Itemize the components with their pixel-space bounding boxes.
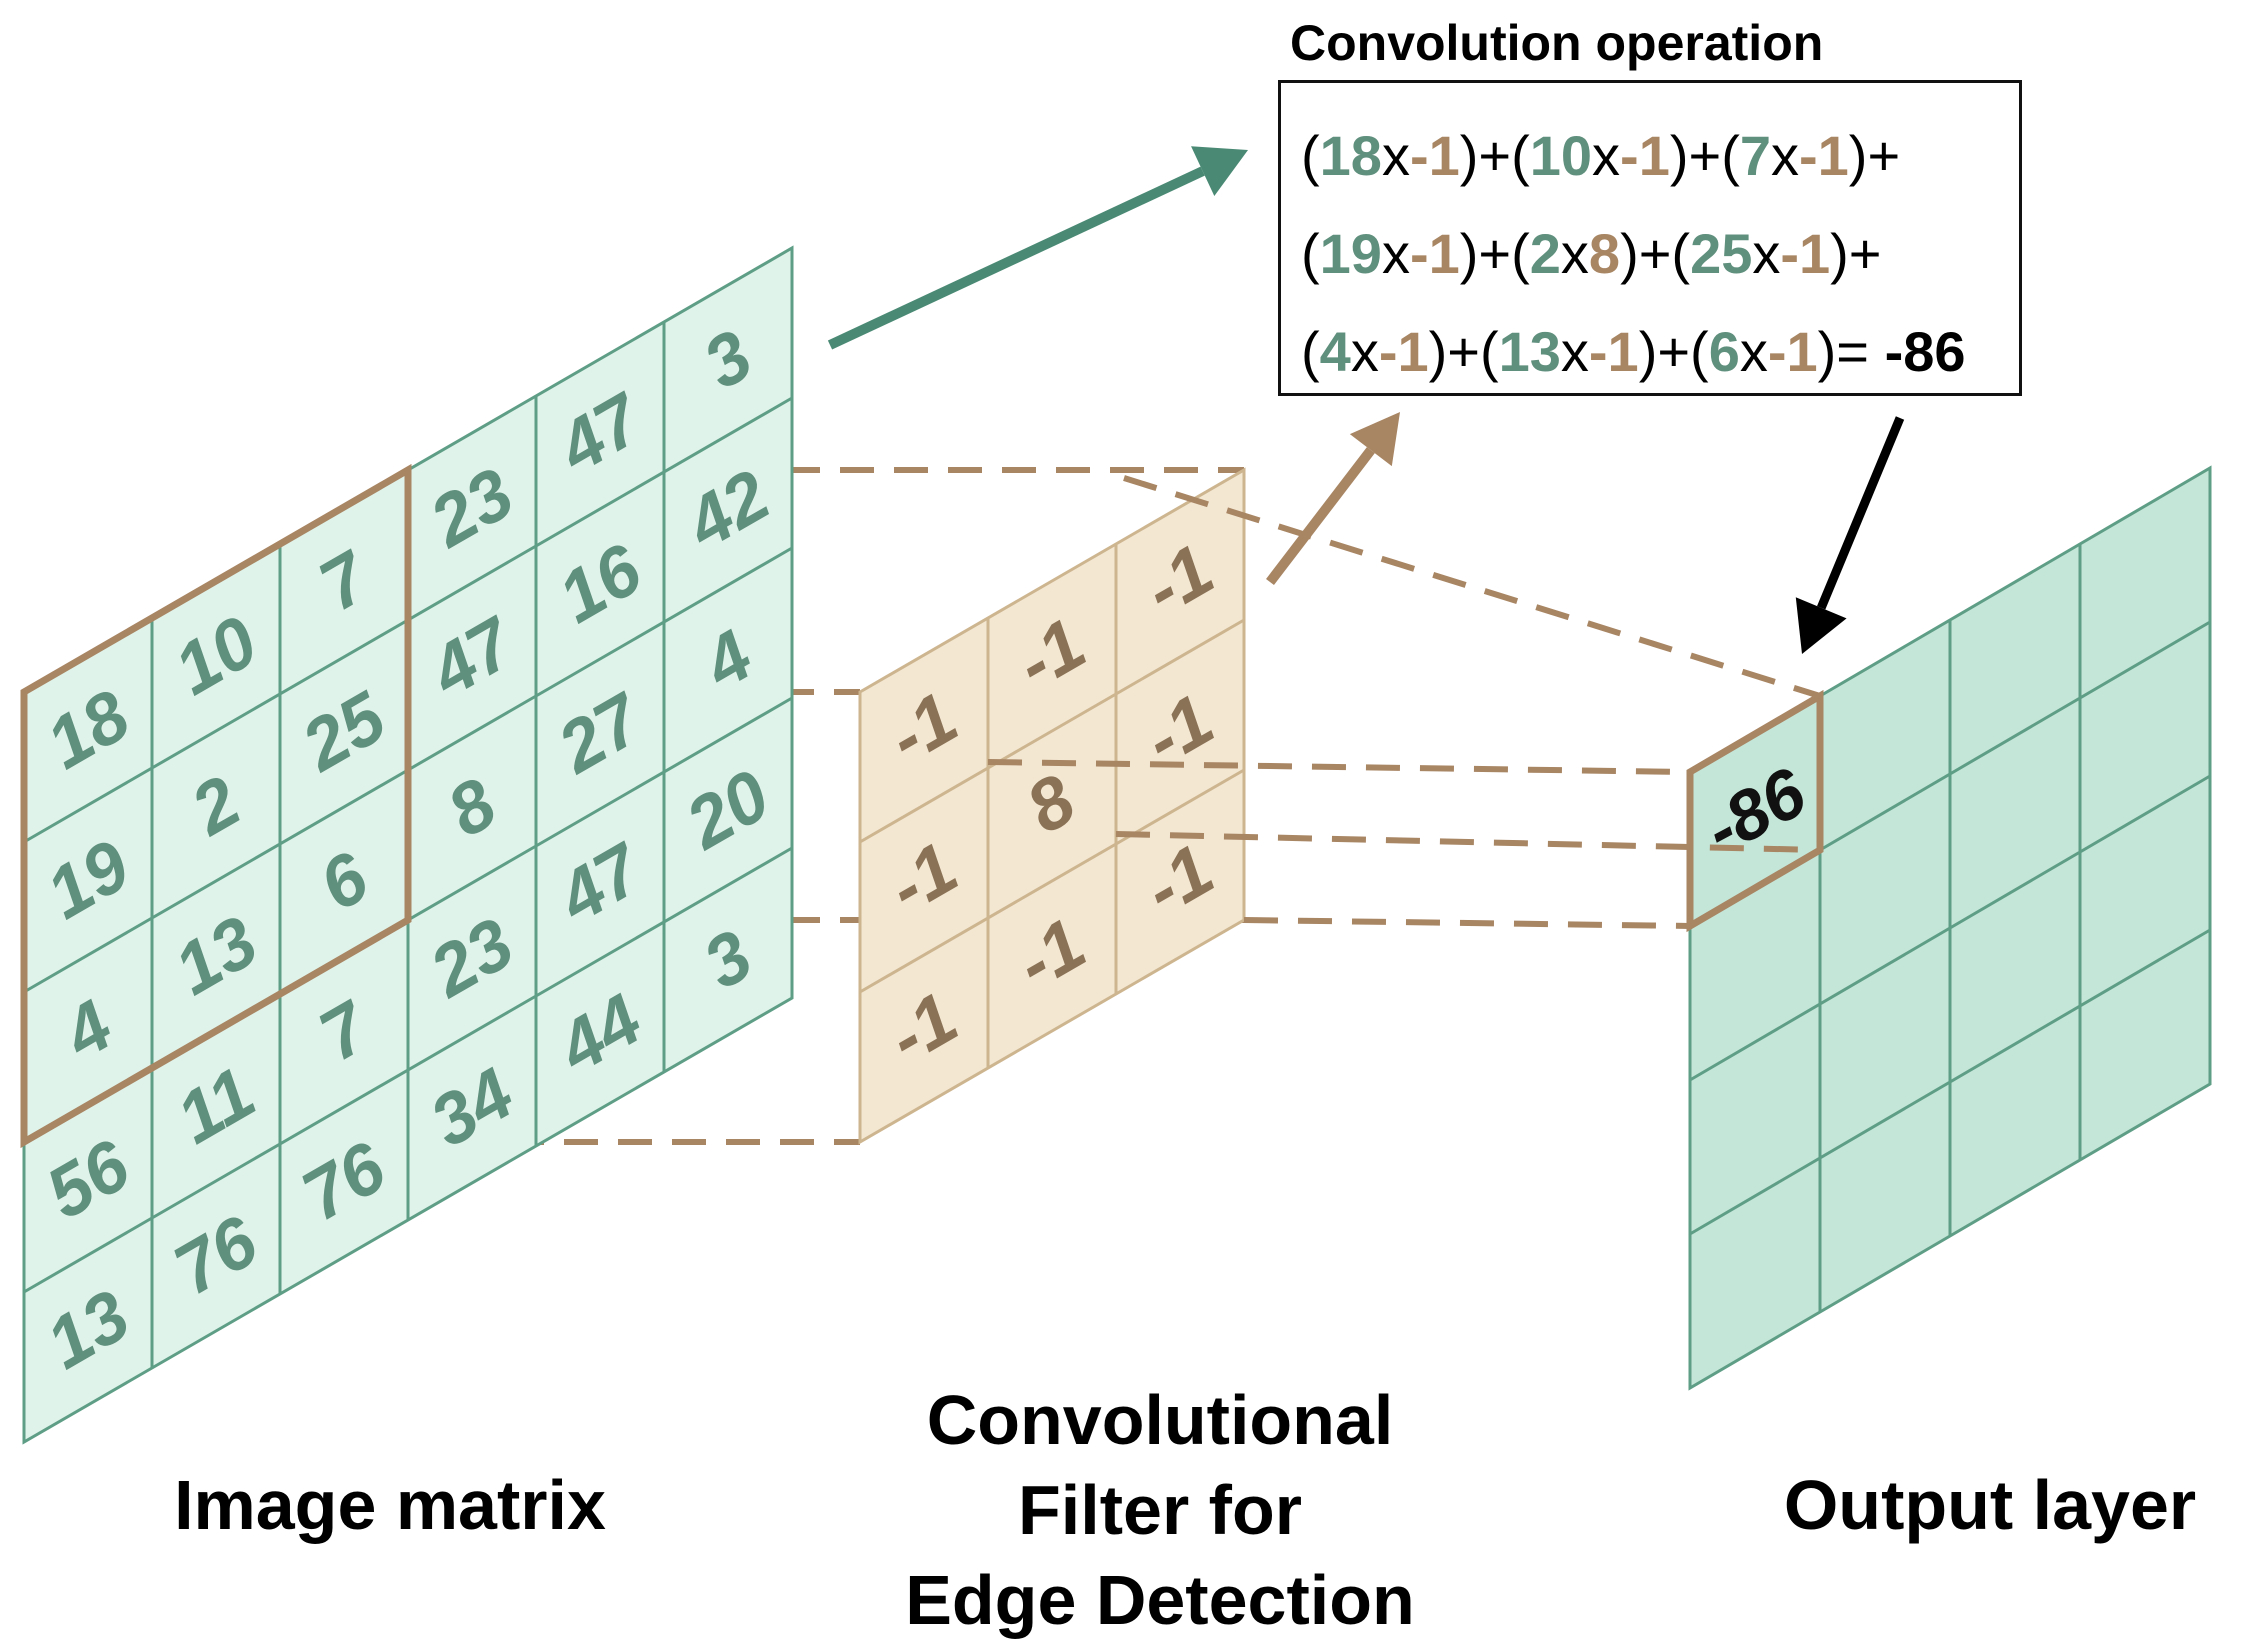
convolution-title: Convolution operation [1290,15,1824,71]
formula-token: x [1381,124,1410,187]
filter-label: Convolutional Filter for Edge Detection [820,1375,1500,1645]
formula-token: )+( [1428,320,1499,383]
convolution-formula-box: (18x-1)+(10x-1)+(7x-1)+ (19x-1)+(2x8)+(2… [1278,80,2022,396]
formula-token: ( [1301,320,1320,383]
formula-token: x [1771,124,1799,187]
formula-token: 6 [1708,320,1740,383]
formula-token: 8 [1588,222,1621,285]
projection-dash [1115,831,1821,853]
filter-row-line [859,618,1245,844]
formula-token: -1 [1409,222,1460,285]
formula-token: -1 [1780,222,1831,285]
output-layer-label: Output layer [1783,1466,2197,1544]
formula-token: -1 [1588,320,1639,383]
formula-token: x [1350,320,1379,383]
arrows [827,146,1905,654]
arrow-head [1191,146,1248,197]
formula-token: 25 [1690,222,1753,285]
arrow-shaft [1266,447,1375,586]
formula-token: 7 [1739,124,1771,187]
formula-token: ( [1301,222,1320,285]
formula-token: 10 [1529,124,1593,187]
formula-token: 19 [1319,222,1382,285]
formula-token: x [1381,222,1410,285]
formula-line-2: (19x-1)+(2x8)+(25x-1)+ [1301,221,1882,286]
formula-token: -1 [1799,124,1849,187]
projection-dash [1123,475,1821,699]
filter-label-line-2: Filter for [1018,1471,1302,1549]
formula-token: -1 [1767,320,1818,383]
formula-token: x [1592,124,1621,187]
formula-token: 4 [1319,320,1351,383]
formula-token: -86 [1884,320,1966,383]
image-matrix-grid: 1810723473192254716424136827456117234720… [20,245,794,1445]
formula-token: ( [1301,124,1320,187]
formula-token: 18 [1319,124,1382,187]
filter-row-line [859,768,1245,994]
formula-token: -1 [1378,320,1429,383]
formula-line-3: (4x-1)+(13x-1)+(6x-1)= -86 [1301,319,1966,384]
formula-token: )+( [1459,222,1530,285]
formula-token: x [1739,320,1768,383]
formula-token: )+( [1669,124,1740,187]
image-matrix-label: Image matrix [174,1466,606,1544]
formula-token: x [1560,222,1589,285]
formula-token: -1 [1409,124,1460,187]
arrow-shaft [1817,416,1905,610]
formula-token: )+( [1459,124,1530,187]
formula-token: )+( [1638,320,1709,383]
formula-token: -1 [1620,124,1670,187]
projection-dash [1243,917,1691,929]
formula-token: x [1752,222,1781,285]
projection-dash [987,759,1691,775]
formula-token: )+ [1830,222,1882,285]
arrow-head [1795,597,1847,654]
filter-grid: -1-1-1-18-1-1-1-1 [858,467,1246,1145]
formula-token: x [1560,320,1589,383]
formula-token: 13 [1498,320,1561,383]
formula-line-1: (18x-1)+(10x-1)+(7x-1)+ [1301,123,1900,188]
formula-token: )= [1817,320,1885,383]
arrow-head [1349,412,1400,467]
formula-token: )+( [1620,222,1691,285]
formula-token: )+ [1848,124,1901,187]
image-window-highlight [20,463,412,1149]
formula-token: 2 [1529,222,1561,285]
output-layer-grid: -86 [1686,465,2212,1391]
projection-dashes-front [987,475,1821,929]
filter-label-line-3: Edge Detection [905,1561,1415,1639]
arrow-shaft [827,166,1205,350]
filter-label-line-1: Convolutional [926,1381,1394,1459]
